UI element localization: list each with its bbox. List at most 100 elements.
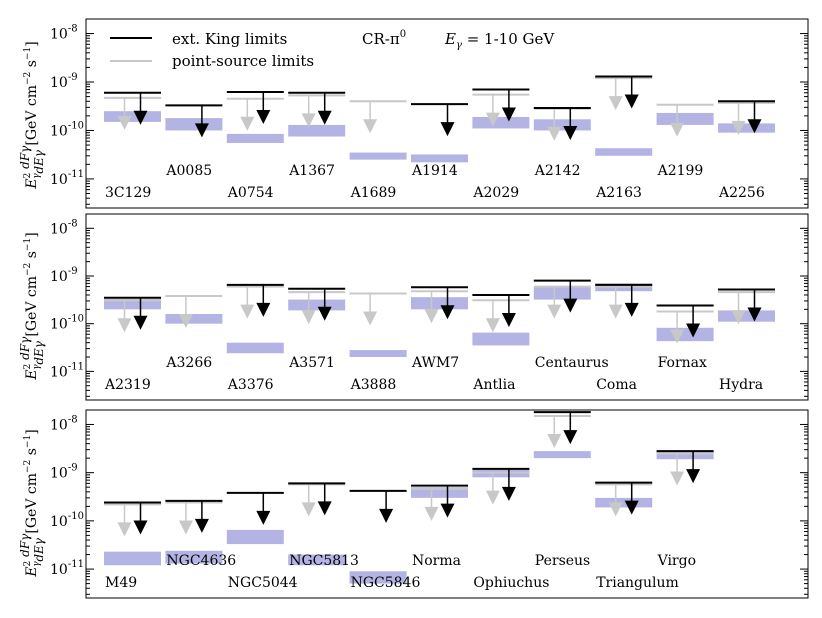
king-limit-arrow [194, 123, 209, 138]
cluster-Hydra: Hydra [718, 288, 775, 393]
cluster-label: A1367 [288, 163, 335, 179]
y-tick-label: 10-9 [50, 463, 78, 482]
point-limit-arrow [547, 433, 562, 448]
king-limit-arrow [624, 302, 639, 317]
point-limit-arrow [485, 490, 500, 505]
point-limit-arrow [424, 506, 439, 521]
ylabel-units-exp1: −2 [23, 72, 33, 85]
cluster-Triangulum: Triangulum [595, 481, 679, 591]
cluster-label: A3888 [350, 377, 397, 393]
king-limit-arrow [624, 500, 639, 515]
svg-text:E2γ dFγdEγ [GeV cm−2 s−1]: E2γ dFγdEγ [GeV cm−2 s−1] [18, 232, 46, 380]
cluster-label: Coma [596, 377, 637, 393]
cluster-A2319: A2319 [104, 296, 161, 393]
cluster-label: Ophiuchus [473, 575, 549, 591]
model-band [595, 148, 653, 156]
cluster-3C129: 3C129 [104, 91, 161, 201]
ylabel-units: [GeV cm [24, 85, 40, 146]
cluster-label: Hydra [719, 377, 763, 393]
cluster-NGC4636: NGC4636 [165, 499, 236, 569]
cluster-label: AWM7 [411, 355, 459, 371]
y-tick-label: 10-8 [50, 24, 78, 43]
king-limit-arrow [133, 110, 148, 125]
cluster-A2163: A2163 [595, 75, 653, 201]
cluster-label: Perseus [535, 553, 590, 569]
model-band [288, 299, 346, 311]
king-limit-arrow [379, 508, 394, 523]
cluster-A3571: A3571 [288, 287, 346, 371]
point-limit-arrow [608, 502, 623, 517]
cluster-label: Fornax [658, 355, 707, 371]
king-limit-arrow [624, 94, 639, 109]
cluster-label: A3571 [288, 355, 335, 371]
ylabel-panel-3: E2γ dFγdEγ [GeV cm−2 s−1] [18, 429, 46, 577]
model-band [349, 350, 407, 358]
y-tick-label: 10-8 [50, 218, 78, 237]
cluster-label: NGC5044 [228, 575, 298, 591]
point-limit-arrow [670, 329, 685, 344]
y-tick-label: 10-10 [50, 120, 84, 139]
king-limit-arrow [563, 430, 578, 445]
point-limit-arrow [547, 304, 562, 319]
cluster-AWM7: AWM7 [411, 286, 468, 371]
cluster-A2199: A2199 [656, 103, 714, 179]
point-limit-arrow [301, 310, 316, 325]
cluster-M49: M49 [104, 501, 161, 591]
king-limit-arrow [686, 323, 701, 338]
y-tick-label: 10-11 [50, 169, 84, 188]
model-band [411, 154, 468, 163]
king-limit-arrow [317, 110, 332, 125]
model-band [226, 342, 284, 354]
king-limit-arrow [133, 315, 148, 330]
cluster-label: M49 [105, 575, 137, 591]
cluster-NGC5846: NGC5846 [349, 489, 420, 591]
y-tick-label: 10-8 [50, 414, 78, 433]
cluster-label: A1914 [411, 163, 458, 179]
cluster-label: A0085 [165, 163, 212, 179]
ylabel-panel-1: E2γ dFγdEγ [GeV cm−2 s−1] [18, 41, 46, 189]
cluster-label: NGC4636 [166, 553, 236, 569]
svg-text:E2γ dFγdEγ [GeV cm−2 s−1]: E2γ dFγdEγ [GeV cm−2 s−1] [18, 41, 46, 189]
y-tick-label: 10-11 [50, 361, 84, 380]
y-tick-label: 10-10 [50, 511, 84, 530]
king-limit-arrow [501, 107, 516, 122]
point-limit-arrow [117, 318, 132, 333]
model-band [656, 450, 714, 460]
model-band [718, 123, 775, 133]
y-tick-label: 10-11 [50, 559, 84, 578]
king-limit-arrow [194, 518, 209, 533]
point-limit-arrow [731, 120, 746, 135]
cluster-label: A2256 [718, 185, 765, 201]
model-band [411, 297, 468, 310]
cluster-Ophiuchus: Ophiuchus [472, 467, 549, 591]
cluster-Fornax: Fornax [656, 304, 714, 371]
ylabel-units-s: s [24, 60, 40, 72]
cluster-A1689: A1689 [349, 100, 407, 201]
cluster-A0754: A0754 [226, 91, 284, 201]
model-band [533, 287, 591, 300]
cluster-label: Triangulum [596, 575, 679, 591]
ylabel-prefix: E [24, 178, 40, 189]
ylabel-frac-den: dEγ [32, 149, 46, 173]
ylabel-sub: γ [32, 173, 42, 179]
model-band [533, 119, 591, 131]
point-limit-arrow [608, 96, 623, 111]
point-limit-arrow [178, 314, 193, 329]
point-limit-arrow [178, 520, 193, 535]
cluster-A0085: A0085 [165, 104, 223, 179]
model-band [656, 112, 714, 125]
panel-frame [85, 18, 809, 209]
cluster-label: A3376 [227, 377, 274, 393]
point-limit-arrow [363, 311, 378, 326]
model-band [104, 298, 161, 310]
model-band [104, 551, 161, 566]
cluster-label: A2029 [472, 185, 519, 201]
y-tick-label: 10-10 [50, 314, 84, 333]
model-band [472, 116, 530, 129]
y-tick-label: 10-9 [50, 266, 78, 285]
point-limit-arrow [240, 304, 255, 319]
model-band [718, 310, 775, 322]
king-limit-arrow [256, 510, 271, 525]
